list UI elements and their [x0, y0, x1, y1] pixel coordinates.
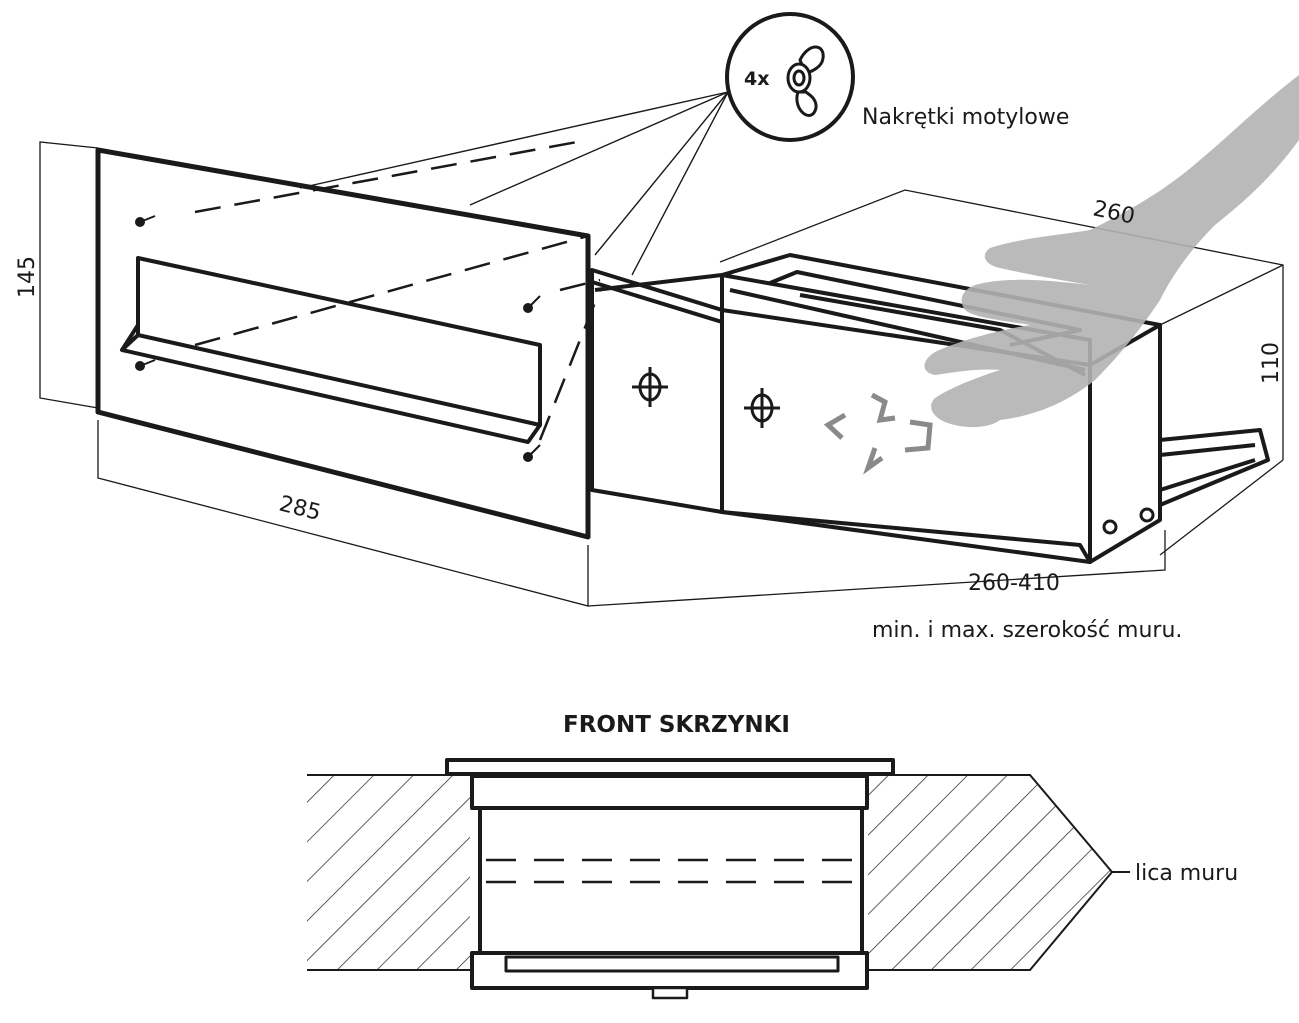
wing-nut-callout: 4x: [725, 12, 855, 142]
mailbox-section: [445, 758, 895, 1000]
wall-range-dimension: 260-410: [968, 571, 1060, 596]
hand-icon: [924, 75, 1299, 428]
hidden-lines: [194, 138, 602, 441]
inner-sleeve: [590, 268, 724, 514]
fastener-label: Nakrętki motylowe: [862, 105, 1069, 130]
bolt-hole-left: [632, 367, 668, 407]
section-title: FRONT SKRZYNKI: [563, 712, 790, 738]
mounting-studs: [135, 215, 541, 462]
front-width-dimension: 285: [277, 492, 324, 526]
rotate-arrow-icon: [823, 392, 933, 475]
height-dimension: 145: [15, 256, 40, 298]
front-plate: [95, 147, 591, 540]
side-height-dimension: 110: [1259, 342, 1284, 384]
wall-section: [307, 774, 1130, 971]
wing-nut-icon: [786, 45, 825, 117]
screw-holes-end: [1102, 507, 1155, 535]
wall-range-note: min. i max. szerokość muru.: [872, 618, 1182, 643]
rear-rails: [1159, 428, 1270, 507]
depth-dimension: 260: [1091, 196, 1137, 229]
leader-lines: [299, 91, 729, 276]
wall-face-label: lica muru: [1135, 861, 1238, 886]
bolt-hole-right: [744, 388, 780, 428]
dimension-lines: [39, 141, 1284, 607]
fastener-count: 4x: [744, 68, 769, 90]
